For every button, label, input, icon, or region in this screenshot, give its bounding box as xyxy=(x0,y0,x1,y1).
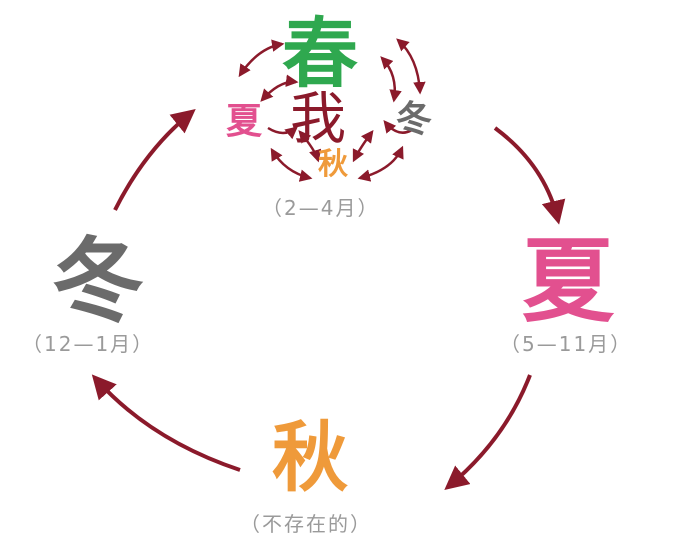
arrow-spring-to-summer xyxy=(493,126,566,225)
summer-label: 夏 xyxy=(522,228,615,335)
small-arrow-2 xyxy=(260,74,299,102)
spring-months-note: （2—4月） xyxy=(262,196,380,220)
self-label: 我 xyxy=(290,87,346,152)
small-arrow-6 xyxy=(357,145,404,182)
center-autumn-label: 秋 xyxy=(318,147,348,182)
spring-label: 春 xyxy=(282,9,358,98)
summer-months-note: （5—11月） xyxy=(500,332,633,356)
small-arrow-10 xyxy=(383,120,413,134)
small-arrow-5 xyxy=(270,147,313,182)
autumn-label: 秋 xyxy=(272,413,348,502)
small-arrow-7 xyxy=(298,130,322,163)
autumn-note: （不存在的） xyxy=(240,512,372,536)
arrow-autumn-to-winter xyxy=(91,374,241,472)
small-arrow-9 xyxy=(267,126,298,140)
winter-months-note: （12—1月） xyxy=(22,332,155,356)
center-summer-label: 夏 xyxy=(226,101,263,142)
small-arrow-3 xyxy=(396,38,426,95)
winter-label: 冬 xyxy=(52,228,145,335)
small-arrow-1 xyxy=(238,39,285,78)
arrow-winter-to-spring xyxy=(113,108,196,211)
small-arrow-8 xyxy=(352,129,374,163)
arrow-summer-to-autumn xyxy=(444,374,532,491)
center-winter-label: 冬 xyxy=(396,99,433,140)
small-arrow-4 xyxy=(380,56,402,103)
